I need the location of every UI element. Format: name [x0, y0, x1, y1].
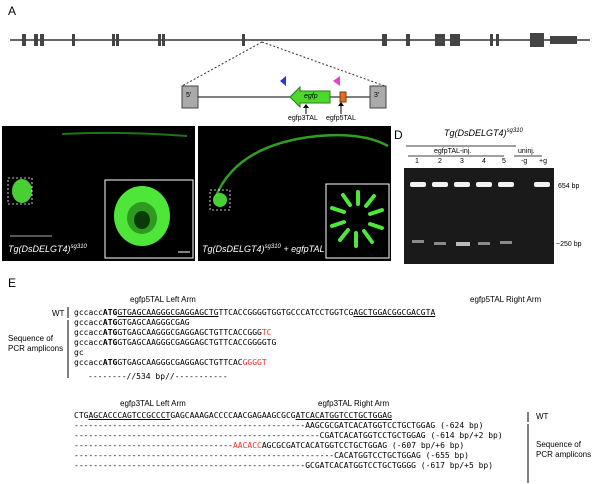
gel-lane-4: 4	[482, 158, 486, 165]
seq-gap: --------//534 bp//-----------	[88, 372, 228, 381]
exon	[112, 34, 115, 46]
seq-row: CTGAGCACCCAGTCCGCCCTGAGCAAAGACCCCAACGAGA…	[74, 411, 392, 420]
seq-row: ---------------------------------AACACCA…	[74, 441, 465, 450]
panel-label-a: A	[8, 4, 17, 18]
exon	[242, 34, 245, 46]
gel-size-bottom: ~250 bp	[556, 241, 582, 248]
exon	[496, 34, 499, 46]
exon	[40, 34, 44, 46]
gel-lane-5: 5	[502, 158, 506, 165]
seq-left-arm-label: egfp5TAL Left Arm	[130, 295, 196, 304]
seq-row: ----------------------------------------…	[74, 421, 484, 430]
primer-reverse-icon	[333, 76, 340, 86]
right-itr-box	[369, 85, 387, 109]
seq-row: gccaccATGGTGAGCAAGGGCGAG	[74, 318, 190, 327]
exon	[116, 34, 119, 46]
seq-left-arm2-label: egfp3TAL Left Arm	[120, 399, 186, 408]
seq-row: ----------------------------------------…	[74, 431, 503, 440]
gel-title: Tg(DsDELGT4)sg310	[444, 128, 523, 138]
seq-row: gccaccATGGTGAGCAAGGGCGAGGAGCTGTTCACCGGGG…	[74, 338, 277, 347]
seq-wt2-label: WT	[536, 412, 549, 421]
seq-row: gccaccATGGTGAGCAAGGGCGAGGAGCTGTTCACGGGGT	[74, 358, 267, 367]
gel-lane-1: 1	[415, 158, 419, 165]
exon	[382, 34, 387, 46]
image-c-caption: Tg(DsDELGT4)sg310 + egfpTAL	[202, 244, 325, 254]
seq-row: ----------------------------------------…	[74, 451, 469, 460]
gel-size-top: 654 bp	[558, 183, 580, 190]
egfp5tal-label: egfp5TAL	[326, 115, 356, 122]
exon	[530, 33, 544, 47]
image-b-caption: Tg(DsDELGT4)sg310	[8, 244, 87, 254]
gel-lane-pos: +g	[539, 158, 547, 165]
zoom-line-right	[261, 41, 386, 87]
gel-image	[404, 168, 554, 264]
exons	[22, 33, 577, 47]
gel-panel: Tg(DsDELGT4)sg310 egfpTAL-inj. uninj. 1 …	[400, 128, 598, 268]
tal-site-box	[339, 91, 347, 103]
gel-group-inj: egfpTAL-inj.	[434, 148, 472, 155]
seq-bottom-block: CTGAGCACCCAGTCCGCCCTGAGCAAAGACCCCAACGAGA…	[74, 412, 503, 472]
exon	[450, 34, 460, 46]
seq-row: gccaccATGGTGAGCAAGGGCGAGGAGCTGTTCACCGGGG…	[74, 308, 436, 317]
gene-map	[10, 33, 590, 114]
seq-row: ----------------------------------------…	[74, 461, 494, 470]
exon	[158, 34, 161, 46]
egfp-arrow	[289, 85, 331, 109]
gel-lane-3: 3	[460, 158, 464, 165]
seq-wt-label: WT	[52, 309, 65, 318]
image-panel-b: Tg(DsDELGT4)sg310	[2, 126, 195, 261]
primer-forward-icon	[280, 76, 286, 86]
exon	[490, 34, 493, 46]
exon	[72, 34, 75, 46]
seq-top-block: gccaccATGGTGAGCAAGGGCGAGGAGCTGTTCACCGGGG…	[74, 309, 435, 369]
zoom-line-left	[181, 41, 263, 87]
gel-lane-neg: -g	[521, 158, 528, 165]
egfp-label: egfp	[304, 93, 318, 100]
image-panel-c: Tg(DsDELGT4)sg310 + egfpTAL	[198, 126, 391, 261]
gel-group-uninj: uninj.	[518, 148, 535, 155]
left-itr-label: 5'	[186, 92, 192, 99]
exon	[406, 34, 410, 46]
exon-utr	[550, 36, 577, 44]
panel-label-d: D	[394, 128, 403, 142]
seq-row: gccaccATGGTGAGCAAGGGCGAGGAGCTGTTCACCGGGT…	[74, 328, 272, 337]
seq-right-arm-label: egfp5TAL Right Arm	[470, 295, 542, 304]
exon	[22, 34, 26, 46]
right-itr-label: 3'	[374, 92, 380, 99]
egfp3tal-label: egfp3TAL	[288, 115, 318, 122]
panel-label-e: E	[8, 276, 17, 290]
gel-lane-2: 2	[438, 158, 442, 165]
seq-row: gc	[74, 348, 84, 357]
exon	[162, 34, 165, 46]
exon	[435, 34, 445, 46]
seq-right-arm2-label: egfp3TAL Right Arm	[318, 399, 390, 408]
exon	[34, 34, 38, 46]
